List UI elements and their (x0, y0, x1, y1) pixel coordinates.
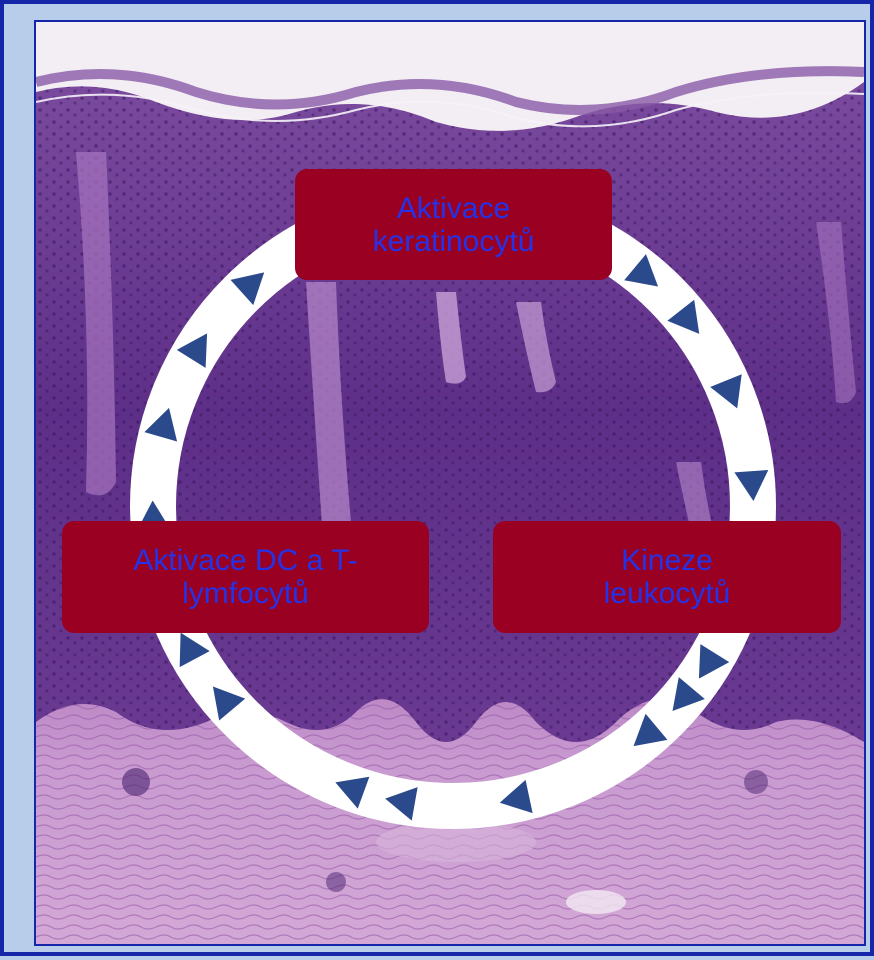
node-keratinocyte-activation: Aktivace keratinocytů (295, 169, 612, 280)
node-left-line-2: lymfocytů (182, 577, 309, 610)
node-left-line-1: Aktivace DC a T- (133, 544, 358, 577)
node-right-line-2: leukocytů (604, 577, 731, 610)
node-leukocyte-kinesis: Kineze leukocytů (493, 521, 841, 633)
node-top-line-1: Aktivace (397, 192, 510, 225)
cycle-ring (4, 4, 874, 960)
node-dc-t-lymphocyte-activation: Aktivace DC a T- lymfocytů (62, 521, 429, 633)
node-right-line-1: Kineze (621, 544, 713, 577)
node-top-line-2: keratinocytů (373, 225, 535, 258)
